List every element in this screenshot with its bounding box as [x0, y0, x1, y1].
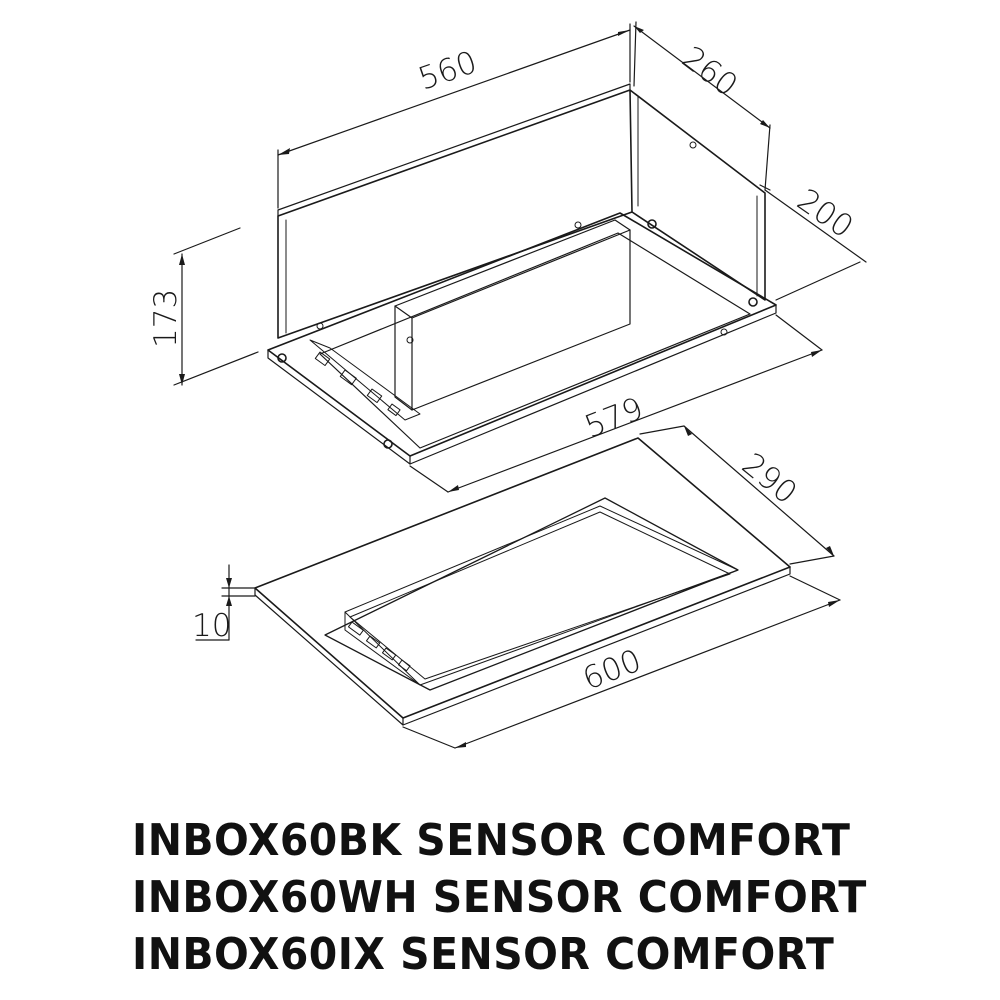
- dim-width-panel: 600: [578, 643, 646, 698]
- dimension-lines: [173, 21, 867, 749]
- model-name-ix: INBOX60IX SENSOR COMFORT: [132, 929, 835, 980]
- front-panel: [254, 437, 791, 726]
- dim-width-top: 560: [414, 44, 482, 97]
- dim-depth-inner: 200: [790, 182, 859, 245]
- dim-panel-thickness: 10: [192, 608, 231, 644]
- dimension-labels: 560 260 200 173 579 290 10 600: [148, 40, 860, 698]
- dim-depth-top: 260: [675, 40, 744, 104]
- model-list: INBOX60BK SENSOR COMFORT INBOX60WH SENSO…: [132, 812, 992, 983]
- model-name-bk: INBOX60BK SENSOR COMFORT: [132, 815, 851, 866]
- dim-depth-panel: 290: [735, 446, 804, 511]
- dimension-arrows: [179, 26, 840, 748]
- hood-box: [277, 83, 766, 339]
- technical-drawing: 560 260 200 173 579 290 10 600: [148, 21, 867, 749]
- mounting-frame: [267, 141, 777, 465]
- model-name-wh: INBOX60WH SENSOR COMFORT: [132, 872, 867, 923]
- dim-height: 173: [148, 289, 184, 348]
